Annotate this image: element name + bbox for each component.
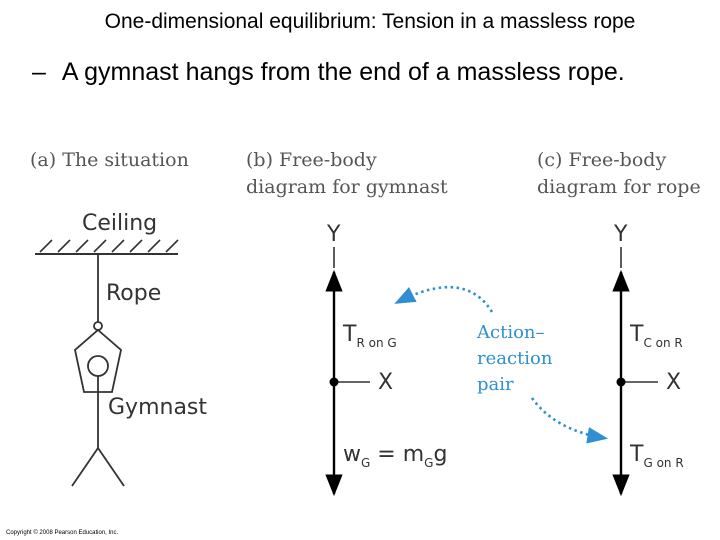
ceiling-label: Ceiling xyxy=(82,211,157,236)
bullet-dash: – xyxy=(32,58,46,86)
panel-c-y-label: Y xyxy=(613,222,628,247)
tension-gymnast-on-rope-label: TG on R xyxy=(629,442,684,470)
pair-arrow-lower xyxy=(530,397,609,444)
force-subscript: G on R xyxy=(643,456,683,470)
tension-rope-on-gymnast-label: TR on G xyxy=(342,322,397,350)
panel-b-origin-dot xyxy=(329,377,339,387)
slide-title: One-dimensional equilibrium: Tension in … xyxy=(104,10,636,33)
ceiling xyxy=(35,239,179,255)
weight-equals-mass: = m xyxy=(370,442,424,467)
copyright-notice: Copyright © 2008 Pearson Education, Inc. xyxy=(6,530,119,536)
panel-b-x-label: X xyxy=(378,370,393,395)
force-subscript: C on R xyxy=(643,336,682,350)
panel-b-y-label: Y xyxy=(326,222,341,247)
tension-ceiling-on-rope-label: TC on R xyxy=(629,322,683,350)
panel-c-origin-dot xyxy=(616,377,626,387)
gymnast-label: Gymnast xyxy=(108,395,207,420)
force-symbol: T xyxy=(629,442,644,467)
force-symbol: T xyxy=(342,322,357,347)
pair-label-line1: Action– xyxy=(476,322,545,343)
bullet-text: A gymnast hangs from the end of a massle… xyxy=(61,58,625,86)
pair-label-line2: reaction xyxy=(477,348,553,369)
panel-b-caption-line2: diagram for gymnast xyxy=(246,176,448,198)
gravity-symbol: g xyxy=(433,442,447,467)
weight-symbol: w xyxy=(343,442,361,467)
mass-subscript: G xyxy=(424,456,433,470)
bullet-point: –A gymnast hangs from the end of a massl… xyxy=(32,58,625,87)
rope-label: Rope xyxy=(106,281,161,306)
force-symbol: T xyxy=(629,322,644,347)
pair-arrow-upper xyxy=(394,285,494,313)
panel-c-caption-line1: (c) Free-body xyxy=(537,149,666,171)
pair-label-line3: pair xyxy=(477,374,514,395)
force-subscript: R on G xyxy=(356,336,396,350)
panel-a-caption: (a) The situation xyxy=(30,149,189,171)
weight-subscript: G xyxy=(361,456,370,470)
panel-b-caption-line1: (b) Free-body xyxy=(246,149,377,171)
gymnast xyxy=(71,321,125,487)
panel-c-x-label: X xyxy=(666,370,681,395)
panel-c-caption-line2: diagram for rope xyxy=(537,176,701,198)
weight-gymnast-label: wG = mGg xyxy=(343,442,447,470)
